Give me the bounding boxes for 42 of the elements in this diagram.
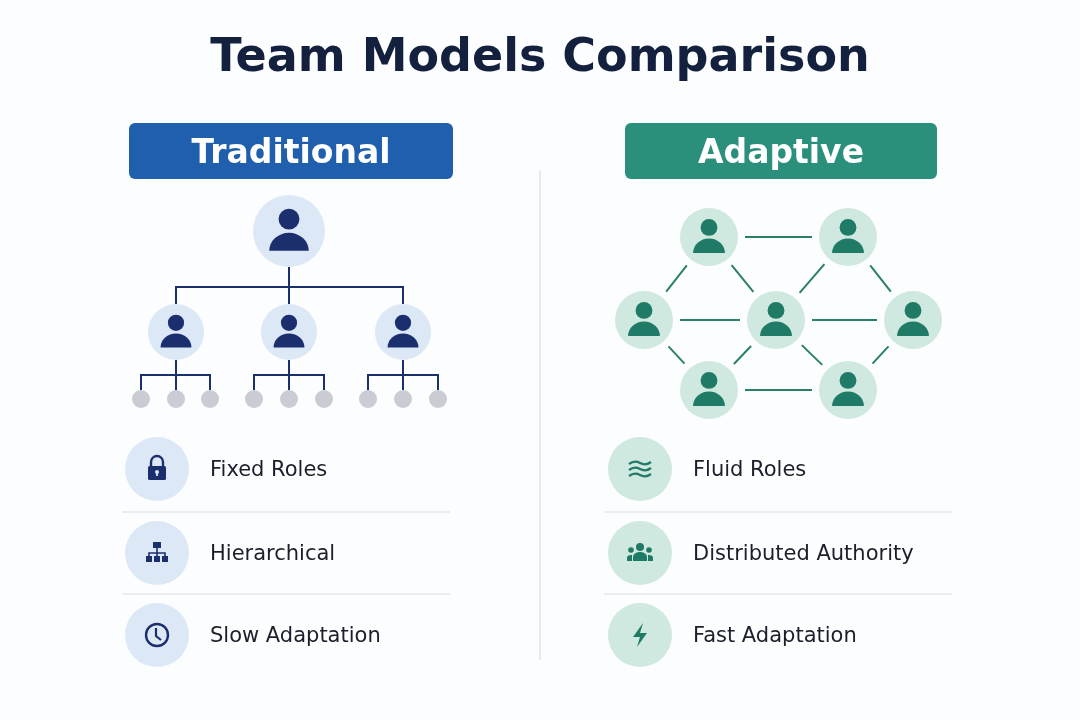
section-header: Traditional: [129, 123, 453, 179]
connector-line: [730, 264, 755, 293]
connector-line: [679, 319, 741, 321]
section-header: Adaptive: [625, 123, 937, 179]
person-node: [261, 304, 317, 360]
feature-label: Fluid Roles: [693, 457, 807, 481]
feature-label: Hierarchical: [210, 541, 336, 565]
connector-line: [811, 319, 878, 321]
connector-line: [175, 359, 211, 391]
feature-label: Fixed Roles: [210, 457, 328, 481]
person-node: [615, 291, 673, 349]
connector-line: [798, 263, 826, 294]
member-dot: [315, 390, 333, 408]
connector-line: [744, 389, 813, 391]
person-node: [148, 304, 204, 360]
feature-label: Fast Adaptation: [693, 623, 857, 647]
member-dot: [132, 390, 150, 408]
connector-line: [869, 264, 892, 293]
member-dot: [201, 390, 219, 408]
connector-line: [288, 266, 404, 305]
feature-label: Slow Adaptation: [210, 623, 381, 647]
connector-line: [665, 264, 688, 293]
connector-line: [732, 345, 753, 365]
feature-label: Distributed Authority: [693, 541, 914, 565]
title: Team Models Comparison: [209, 28, 871, 82]
member-dot: [167, 390, 185, 408]
member-dot: [245, 390, 263, 408]
person-node: [680, 361, 738, 419]
member-dot: [359, 390, 377, 408]
person-node: [747, 291, 805, 349]
member-dot: [280, 390, 298, 408]
person-node: [819, 361, 877, 419]
connector-line: [288, 359, 325, 391]
member-dot: [394, 390, 412, 408]
connector-line: [402, 359, 439, 391]
connector-line: [800, 344, 824, 366]
person-node: [884, 291, 942, 349]
connector-line: [744, 236, 813, 238]
person-node: [375, 304, 431, 360]
connector-line: [871, 345, 890, 365]
connector-line: [667, 345, 686, 365]
member-dot: [429, 390, 447, 408]
